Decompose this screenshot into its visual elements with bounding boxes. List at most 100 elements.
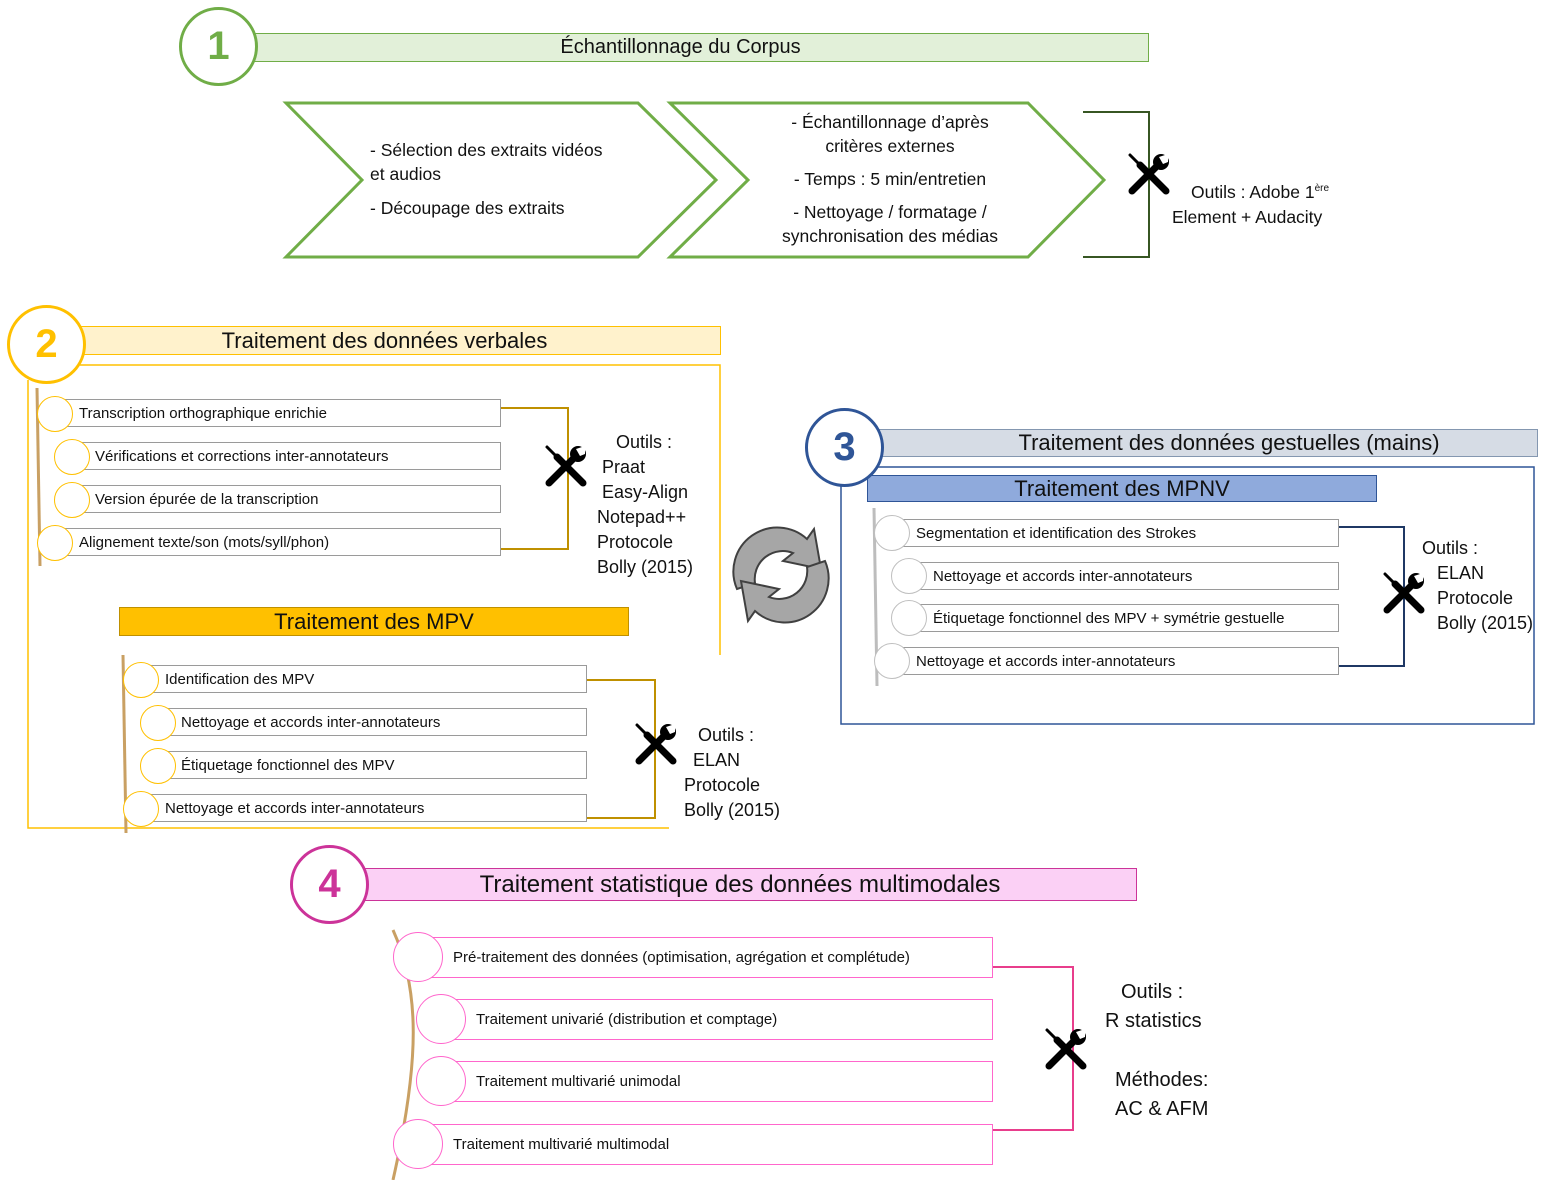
list-item: Traitement univarié (distribution et com… (443, 999, 993, 1040)
section-4-title: Traitement statistique des données multi… (479, 870, 1001, 898)
item-label: Transcription orthographique enrichie (79, 404, 327, 422)
list-item: Vérifications et corrections inter-annot… (74, 442, 501, 470)
list-item: Segmentation et identification des Strok… (895, 519, 1339, 547)
bead (874, 515, 910, 551)
tools-line: Easy-Align (602, 482, 689, 502)
tools-line: Protocole (597, 532, 674, 552)
chevron-1-line: - Sélection des extraits vidéos (370, 140, 603, 160)
bracket-mpv (587, 679, 656, 819)
tools-line: ELAN (693, 750, 741, 770)
chevron-step-2 (666, 101, 1107, 259)
frame-2 (27, 364, 721, 829)
section-1-title: Échantillonnage du Corpus (560, 36, 801, 58)
tools-label: Outils : (698, 725, 755, 745)
bead (393, 932, 443, 982)
section-3-tools: Outils : ELAN Protocole Bolly (2015) (1422, 536, 1533, 636)
mpv-title: Traitement des MPV (274, 608, 474, 634)
tools-line: Protocole (684, 775, 761, 795)
tools-line: Notepad++ (597, 507, 687, 527)
chevron-1-line: et audios (370, 164, 442, 184)
tools-line: Bolly (2015) (1437, 613, 1534, 633)
tools-line: Bolly (2015) (684, 800, 781, 820)
list-item: Étiquetage fonctionnel des MPV + symétri… (912, 604, 1339, 632)
list-item: Version épurée de la transcription (74, 485, 501, 513)
list-item: Traitement multivarié multimodal (420, 1124, 993, 1165)
chevron-2-text: - Échantillonnage d’après critères exter… (760, 110, 1020, 248)
tools-line: Praat (602, 457, 646, 477)
item-label: Identification des MPV (165, 670, 315, 688)
chevron-2-line: - Échantillonnage d’après (791, 112, 989, 132)
bead (123, 791, 159, 827)
bead (140, 705, 176, 741)
section-1-number: 1 (179, 7, 258, 86)
item-label: Nettoyage et accords inter-annotateurs (165, 799, 425, 817)
refresh-cycle-icon (732, 526, 830, 624)
mpv-tools: Outils : ELAN Protocole Bolly (2015) (684, 723, 780, 823)
item-label: Traitement univarié (distribution et com… (476, 1011, 778, 1028)
list-item: Nettoyage et accords inter-annotateurs (912, 562, 1339, 590)
bracket-1 (1083, 111, 1150, 258)
bead (393, 1119, 443, 1169)
tools-label: Outils : (616, 432, 673, 452)
chevron-step-1 (282, 101, 719, 259)
bead (123, 662, 159, 698)
item-label: Étiquetage fonctionnel des MPV (181, 756, 395, 774)
chevron-1-line: - Découpage des extraits (370, 198, 565, 218)
list-item: Nettoyage et accords inter-annotateurs (895, 647, 1339, 675)
section-3-title: Traitement des données gestuelles (mains… (1018, 430, 1440, 455)
chevron-1-text: - Sélection des extraits vidéos et audio… (370, 138, 602, 220)
item-label: Alignement texte/son (mots/syll/phon) (79, 533, 330, 551)
bead (37, 396, 73, 432)
tools-line: ELAN (1437, 563, 1485, 583)
bracket-4 (993, 966, 1074, 1131)
mpv-title-bar: Traitement des MPV (119, 607, 629, 636)
chevron-2-line: - Temps : 5 min/entretien (793, 169, 987, 189)
tools-label: Outils : (1422, 538, 1479, 558)
bead (37, 525, 73, 561)
list-item: Nettoyage et accords inter-annotateurs (144, 794, 587, 822)
bead (140, 748, 176, 784)
tools-line: Protocole (1437, 588, 1514, 608)
item-label: Vérifications et corrections inter-annot… (95, 447, 389, 465)
bracket-2 (501, 407, 569, 550)
list-item: Pré-traitement des données (optimisation… (420, 937, 993, 978)
frame-3 (840, 466, 1535, 725)
bead (416, 994, 466, 1044)
tools-line: Bolly (2015) (597, 557, 694, 577)
tools-line: Méthodes: (1115, 1069, 1209, 1091)
tools-label: Outils : (1121, 981, 1184, 1003)
section-3-title-bar: Traitement des données gestuelles (mains… (850, 429, 1538, 457)
section-1-tools-sup: ère (1314, 183, 1330, 194)
item-label: Pré-traitement des données (optimisation… (453, 949, 910, 966)
bead (54, 482, 90, 518)
chevron-2-line: synchronisation des médias (782, 226, 998, 246)
chevron-2-line: critères externes (825, 136, 955, 156)
tools-icon (1047, 1029, 1086, 1066)
section-1-tools-label: Outils : Adobe 1 (1191, 181, 1315, 202)
section-2-title-bar: Traitement des données verbales (48, 326, 721, 355)
section-4-title-bar: Traitement statistique des données multi… (343, 868, 1137, 901)
item-label: Traitement multivarié unimodal (476, 1073, 681, 1090)
list-item: Traitement multivarié unimodal (443, 1061, 993, 1102)
list-item: Étiquetage fonctionnel des MPV (160, 751, 587, 779)
section-2-title: Traitement des données verbales (221, 327, 548, 353)
mpnv-title-bar: Traitement des MPNV (867, 475, 1377, 502)
list-item: Transcription orthographique enrichie (58, 399, 501, 427)
section-3-number: 3 (805, 408, 884, 487)
section-1-tools-line: Element + Audacity (1172, 206, 1323, 227)
tools-icon (637, 724, 676, 761)
bead (891, 600, 927, 636)
tools-icon (547, 446, 586, 483)
bead (54, 439, 90, 475)
list-item: Alignement texte/son (mots/syll/phon) (58, 528, 501, 556)
bead (874, 643, 910, 679)
section-4-tools: Outils : R statistics Méthodes: AC & AFM (1105, 978, 1208, 1124)
section-2-number: 2 (7, 305, 86, 384)
list-item: Identification des MPV (144, 665, 587, 693)
item-label: Nettoyage et accords inter-annotateurs (916, 652, 1176, 670)
section-4-number: 4 (290, 845, 369, 924)
tools-line: AC & AFM (1115, 1098, 1209, 1120)
item-label: Traitement multivarié multimodal (453, 1136, 670, 1153)
item-label: Nettoyage et accords inter-annotateurs (181, 713, 441, 731)
